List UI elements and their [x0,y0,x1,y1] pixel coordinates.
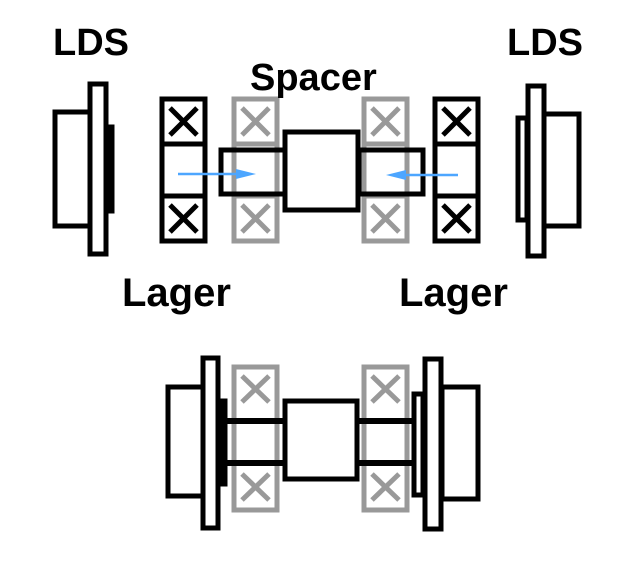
spacer [282,129,361,213]
bearing-left-black [159,96,208,244]
x-mark-icon [441,106,472,234]
x-mark-icon [168,106,199,234]
x-mark-icon [240,106,271,234]
x-mark-icon [240,374,271,502]
arrow-right-icon [178,169,256,179]
label-lds-right: LDS [507,22,583,64]
lds-left-assembled [165,355,228,531]
lds-left [52,81,115,257]
lds-right-assembled [411,356,481,532]
label-lager-right: Lager [399,271,508,315]
bearing-left-gray [231,96,280,244]
spacer-assembled [282,398,360,482]
bearing-left-gray-assembled [231,364,280,513]
label-spacer: Spacer [250,57,377,99]
shaft-assembled [226,418,414,466]
arrow-left-icon [386,170,458,180]
bearing-right-gray [361,96,410,244]
x-mark-icon [370,106,401,234]
bearing-right-black [432,96,481,244]
exploded-view: LDS LDS Spacer Lager Lager [52,22,583,315]
label-lds-left: LDS [53,22,129,64]
x-mark-icon [370,374,401,502]
label-lager-left: Lager [122,271,231,315]
lds-right [515,83,582,259]
bearing-right-gray-assembled [361,364,410,513]
assembled-view [165,355,481,532]
